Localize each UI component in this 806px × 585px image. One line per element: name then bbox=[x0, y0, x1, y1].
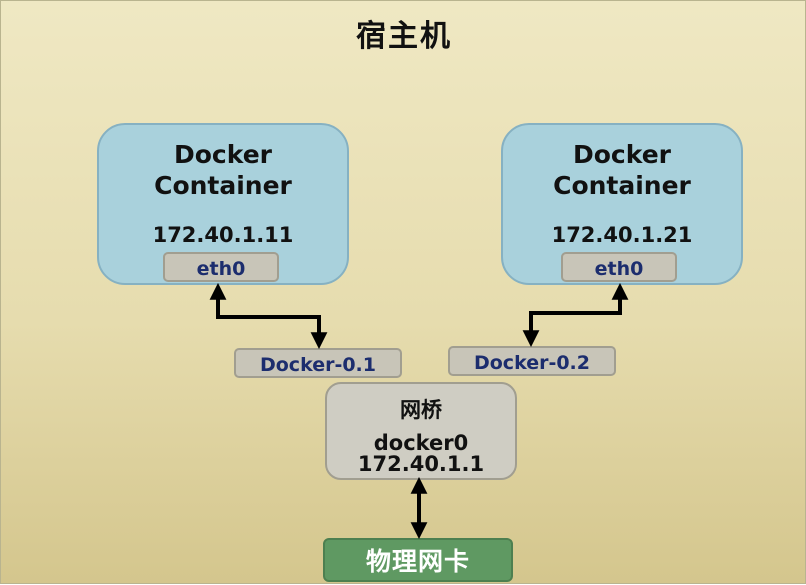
container-2-name: Docker Container bbox=[503, 139, 741, 201]
container-2-name-line1: Docker bbox=[573, 140, 671, 169]
veth-docker-0-2: Docker-0.2 bbox=[448, 346, 616, 376]
arrow-eth0-2-to-veth-2 bbox=[522, 282, 629, 348]
container-2-ip: 172.40.1.21 bbox=[551, 223, 693, 247]
container-1-name-line2: Container bbox=[154, 171, 292, 200]
container-1-name-line1: Docker bbox=[174, 140, 272, 169]
host-title: 宿主机 bbox=[356, 19, 452, 54]
bridge-name: docker0 bbox=[373, 431, 469, 455]
container-2-name-line2: Container bbox=[553, 171, 691, 200]
container-1-ip: 172.40.1.11 bbox=[152, 223, 294, 247]
bridge-title: 网桥 bbox=[400, 398, 442, 422]
bridge-docker0: 网桥 docker0 172.40.1.1 bbox=[325, 382, 517, 480]
container-2-eth0: eth0 bbox=[561, 252, 677, 282]
bridge-ip: 172.40.1.1 bbox=[357, 452, 485, 476]
container-1-name: Docker Container bbox=[99, 139, 347, 201]
arrow-eth0-1-to-veth-1 bbox=[209, 282, 328, 350]
container-1-eth0: eth0 bbox=[163, 252, 279, 282]
docker-container-1: Docker Container 172.40.1.11 bbox=[97, 123, 349, 285]
